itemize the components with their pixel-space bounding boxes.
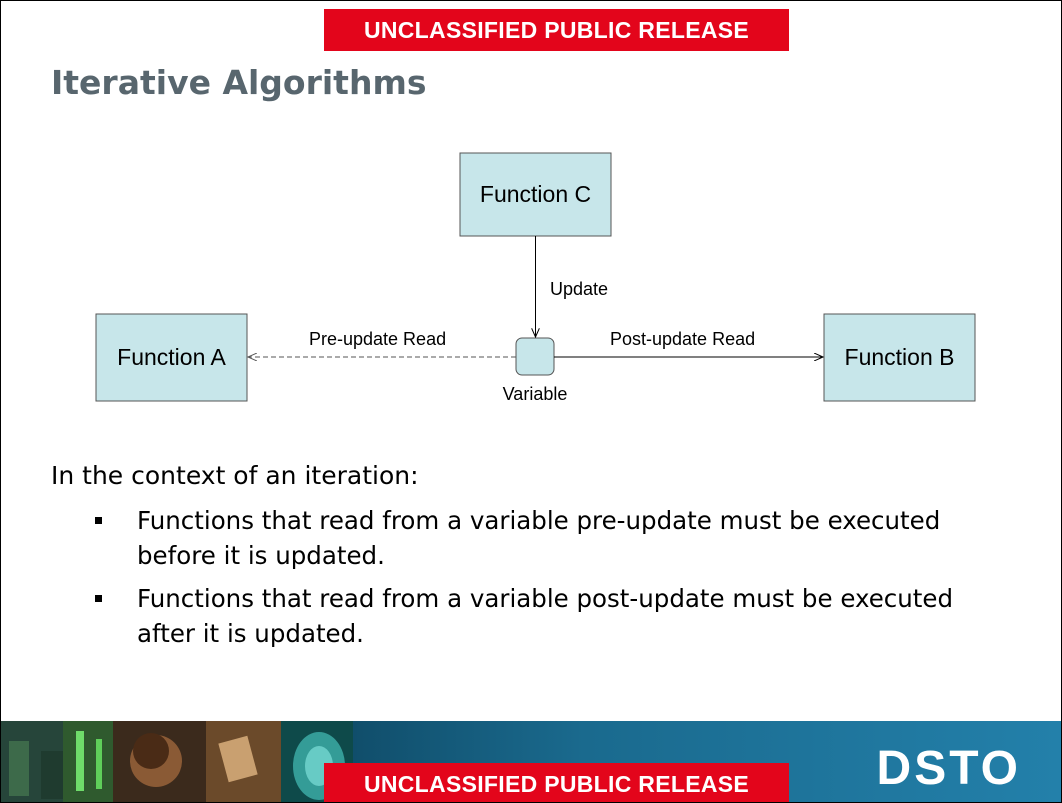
bullet-square-icon <box>95 595 102 602</box>
bullet-text: Functions that read from a variable post… <box>137 584 954 648</box>
function-b-node: Function B <box>823 313 976 402</box>
function-c-node: Function C <box>459 152 612 237</box>
flow-diagram: Function C Function A Function B Variabl… <box>95 152 976 404</box>
bullet-square-icon <box>95 517 102 524</box>
variable-node: Variable <box>503 337 568 404</box>
post-update-read-label: Post-update Read <box>610 329 755 349</box>
function-a-node: Function A <box>95 313 248 402</box>
function-a-label: Function A <box>117 344 226 370</box>
intro-text: In the context of an iteration: <box>51 461 419 490</box>
bullet-text: Functions that read from a variable pre-… <box>137 506 941 570</box>
bullet-item: Functions that read from a variable pre-… <box>91 503 991 573</box>
function-b-label: Function B <box>845 344 955 370</box>
dsto-logo: DSTO <box>876 742 1021 795</box>
bullet-list: Functions that read from a variable pre-… <box>91 503 991 659</box>
classification-banner-top: UNCLASSIFIED PUBLIC RELEASE <box>324 9 789 51</box>
variable-label: Variable <box>503 384 568 404</box>
update-label: Update <box>550 279 608 299</box>
function-c-label: Function C <box>480 181 591 207</box>
slide-title: Iterative Algorithms <box>51 63 427 102</box>
pre-update-read-label: Pre-update Read <box>309 329 446 349</box>
bullet-item: Functions that read from a variable post… <box>91 581 991 651</box>
photo-collage-image <box>1 721 353 802</box>
classification-banner-bottom: UNCLASSIFIED PUBLIC RELEASE <box>324 763 789 802</box>
